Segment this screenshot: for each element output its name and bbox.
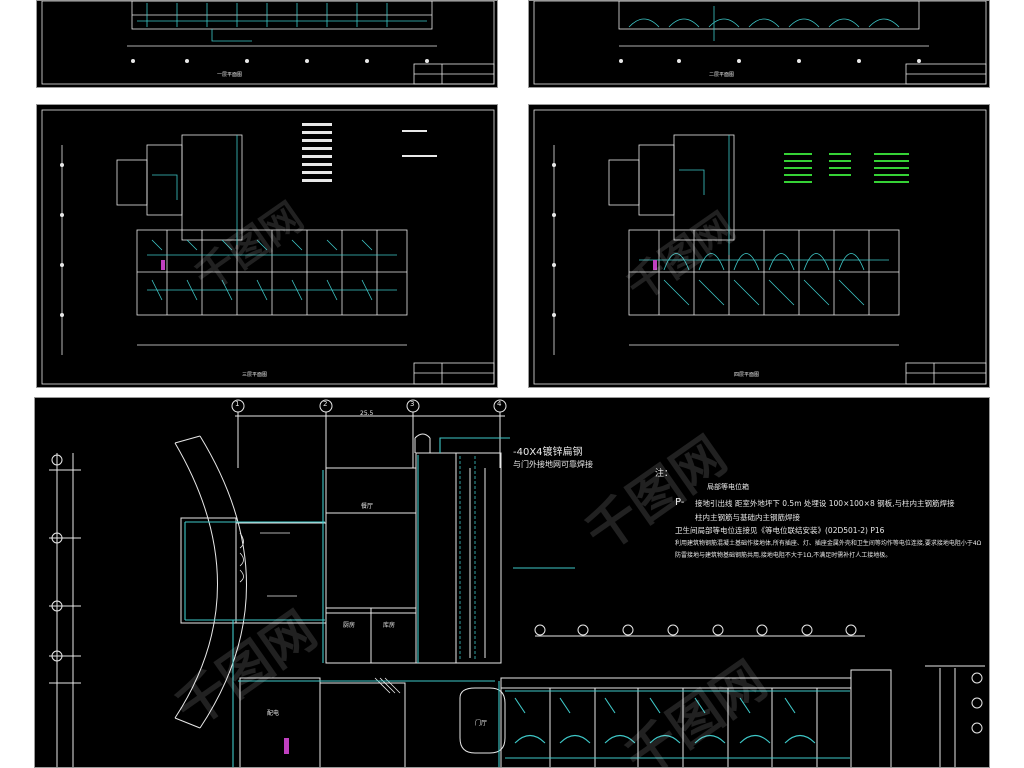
flat-steel-label: -40X4镀锌扁钢 xyxy=(513,447,583,458)
sheet-4-title: 四层平面图 xyxy=(734,372,760,378)
sheet-1-title: 一层平面图 xyxy=(217,72,243,78)
note-line-3: 柱内主钢筋与基础内主钢筋焊接 xyxy=(695,513,800,522)
note-line-4: 卫生间局部等电位连接见《等电位联结安装》(02D501-2) P16 xyxy=(675,526,885,535)
room-label: 厨房 xyxy=(343,622,356,629)
room-label: 门厅 xyxy=(475,720,488,727)
sheet-3-title: 三层平面图 xyxy=(242,372,268,378)
drawing-sheet-1: 一层平面图 xyxy=(36,0,498,88)
drawing-sheet-2: 二层平面图 xyxy=(528,0,990,88)
floor-plan-4-drawing xyxy=(533,109,987,385)
room-label: 餐厅 xyxy=(361,503,374,510)
floor-plan-2-drawing xyxy=(533,1,987,85)
floor-plan-3-drawing xyxy=(41,109,495,385)
notes-header: 注： xyxy=(655,469,674,479)
note-line-2-prefix: P- xyxy=(675,497,685,508)
grounding-plan-drawing xyxy=(49,399,985,767)
dimension-label: 25.5 xyxy=(360,410,374,417)
note-line-1: 局部等电位箱 xyxy=(707,483,749,491)
flat-steel-sublabel: 与门外接地网可靠焊接 xyxy=(513,460,593,469)
room-label: 库房 xyxy=(383,622,396,629)
note-line-2: 接地引出线 距室外地坪下 0.5m 处埋设 100×100×8 钢板,与柱内主钢… xyxy=(695,499,955,508)
drawing-sheet-main: 1 2 3 4 25.5 -40X4镀锌扁钢 与门外接地网可靠焊接 注： 局部等… xyxy=(34,397,990,768)
axis-label-3: 3 xyxy=(410,400,415,408)
note-line-6: 防雷接地与建筑物基础钢筋共用,接地电阻不大于1Ω,不满足时需补打人工接地极。 xyxy=(675,552,892,559)
floor-plan-1-drawing xyxy=(41,1,495,85)
drawing-sheet-4: 四层平面图 千图网 xyxy=(528,104,990,388)
note-line-5: 利用建筑物钢筋混凝土基础作接地体,所有插座、灯、插座金属外壳和卫生间等均作等电位… xyxy=(675,540,982,547)
axis-label-2: 2 xyxy=(323,400,328,408)
drawing-sheet-3: 三层平面图 千图网 xyxy=(36,104,498,388)
room-label: 配电 xyxy=(267,710,280,717)
axis-label-4: 4 xyxy=(497,400,502,408)
sheet-2-title: 二层平面图 xyxy=(709,72,735,78)
axis-label-1: 1 xyxy=(235,400,240,408)
